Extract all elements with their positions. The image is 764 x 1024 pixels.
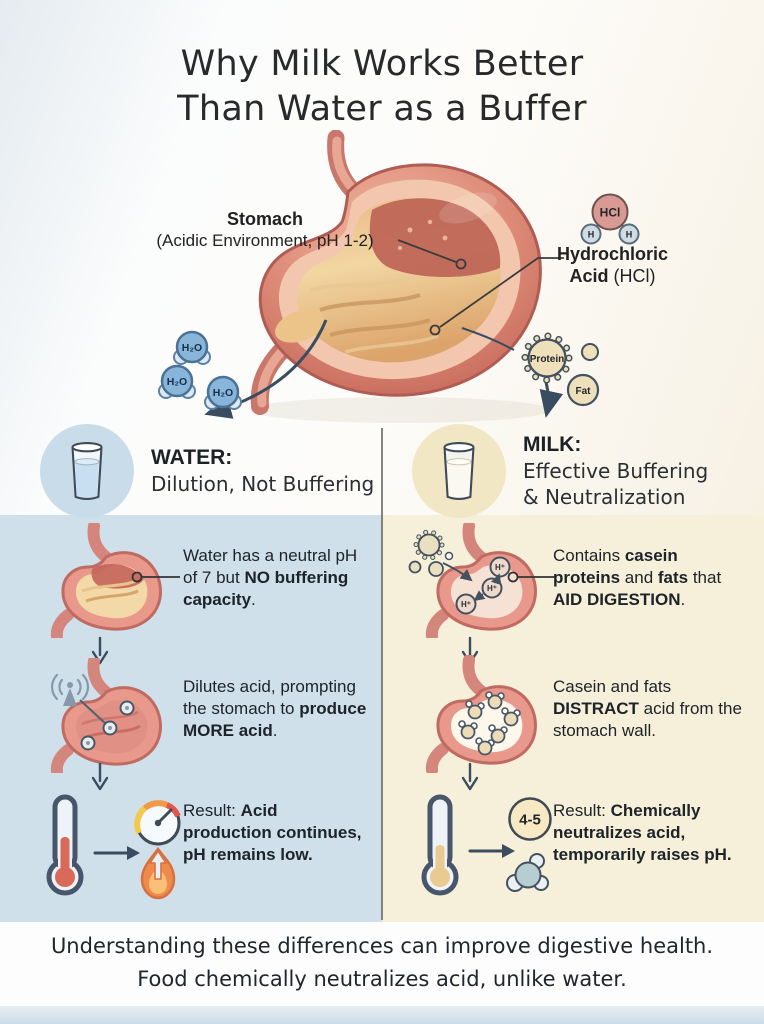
svg-text:H₂O: H₂O xyxy=(182,342,202,354)
water-glass-icon xyxy=(40,424,134,518)
milk-glass-icon xyxy=(412,424,506,518)
h2o-molecule: H₂O xyxy=(173,330,211,365)
water-row-2-text: Dilutes acid, prompting the stomach to p… xyxy=(183,677,367,740)
hplus-ions: H⁺ H⁺ H⁺ xyxy=(455,556,511,615)
fat-molecule: Fat xyxy=(566,373,600,407)
svg-text:H₂O: H₂O xyxy=(213,387,233,399)
water-header-title: WATER: xyxy=(151,446,233,469)
svg-text:Fat: Fat xyxy=(576,386,592,397)
molecule-icon xyxy=(506,853,549,892)
water-result-icons xyxy=(46,794,181,900)
thermometer-icon xyxy=(421,794,459,896)
svg-text:H₂O: H₂O xyxy=(167,376,187,388)
antenna-icon xyxy=(50,673,90,706)
stomach-signal-icon xyxy=(50,658,162,773)
column-divider xyxy=(381,428,383,920)
page-title: Why Milk Works Better Than Water as a Bu… xyxy=(177,44,587,129)
thermometer-icon xyxy=(46,794,84,896)
hcl-molecule: HCl H H xyxy=(580,193,640,245)
down-arrow-icon xyxy=(461,762,479,791)
casein-cluster xyxy=(408,529,454,577)
svg-text:H⁺: H⁺ xyxy=(487,584,497,593)
hcl-label: Hydrochloric Acid (HCl) xyxy=(556,244,669,286)
svg-text:Protein: Protein xyxy=(530,354,564,365)
water-row-3-text: Result: Acid production continues, pH re… xyxy=(183,801,362,864)
svg-text:H: H xyxy=(626,230,633,240)
footer-text: Understanding these differences can impr… xyxy=(50,934,714,991)
down-arrow-icon xyxy=(91,636,109,665)
svg-text:HCl: HCl xyxy=(600,206,621,220)
hcl-callout-line xyxy=(429,257,564,336)
flame-icon xyxy=(140,846,176,900)
milk-down-arrow xyxy=(539,381,564,418)
svg-text:H⁺: H⁺ xyxy=(461,600,471,609)
milk-header-subtitle: Effective Buffering xyxy=(523,459,709,483)
acid-pump-dots xyxy=(80,700,135,751)
milk-molecule-cluster xyxy=(458,691,521,756)
h2o-molecule: H₂O xyxy=(204,375,242,410)
milk-header-title: MILK: xyxy=(523,433,582,456)
down-arrow-icon xyxy=(91,762,109,791)
stomach-callout-line xyxy=(397,239,467,270)
svg-text:4-5: 4-5 xyxy=(519,812,541,829)
water-header-subtitle: Dilution, Not Buffering xyxy=(151,472,375,496)
milk-row-2-text: Casein and fats DISTRACT acid from the s… xyxy=(553,677,742,740)
stomach-icon xyxy=(50,523,180,638)
stomach-illustration: H₂O H₂O H₂O HCl H H Protein Fat xyxy=(158,130,640,423)
stomach-casein-icon: H⁺ H⁺ H⁺ xyxy=(408,523,555,638)
bottom-strip xyxy=(0,1006,764,1024)
water-header: WATER: Dilution, Not Buffering xyxy=(40,423,374,519)
svg-text:H: H xyxy=(588,230,595,240)
milk-result-icons: 4-5 xyxy=(421,794,552,896)
protein-molecule: Protein xyxy=(521,332,573,384)
lipid-droplet xyxy=(581,343,599,361)
milk-row-1-text: Contains casein proteins and fats that A… xyxy=(553,546,722,609)
ph-badge: 4-5 xyxy=(508,797,552,841)
svg-text:H⁺: H⁺ xyxy=(495,563,505,572)
h2o-molecule: H₂O xyxy=(158,364,196,399)
milk-header-subtitle2: & Neutralization xyxy=(523,485,686,509)
stomach-label: Stomach (Acidic Environment, pH 1-2) xyxy=(156,209,374,250)
gauge-icon xyxy=(134,800,181,846)
stomach-molecules-icon xyxy=(425,655,537,773)
milk-row-3-text: Result: Chemically neutralizes acid, tem… xyxy=(553,801,732,864)
water-row-1-text: Water has a neutral pH of 7 but NO buffe… xyxy=(183,546,358,609)
milk-header: MILK: Effective Buffering & Neutralizati… xyxy=(412,423,708,519)
